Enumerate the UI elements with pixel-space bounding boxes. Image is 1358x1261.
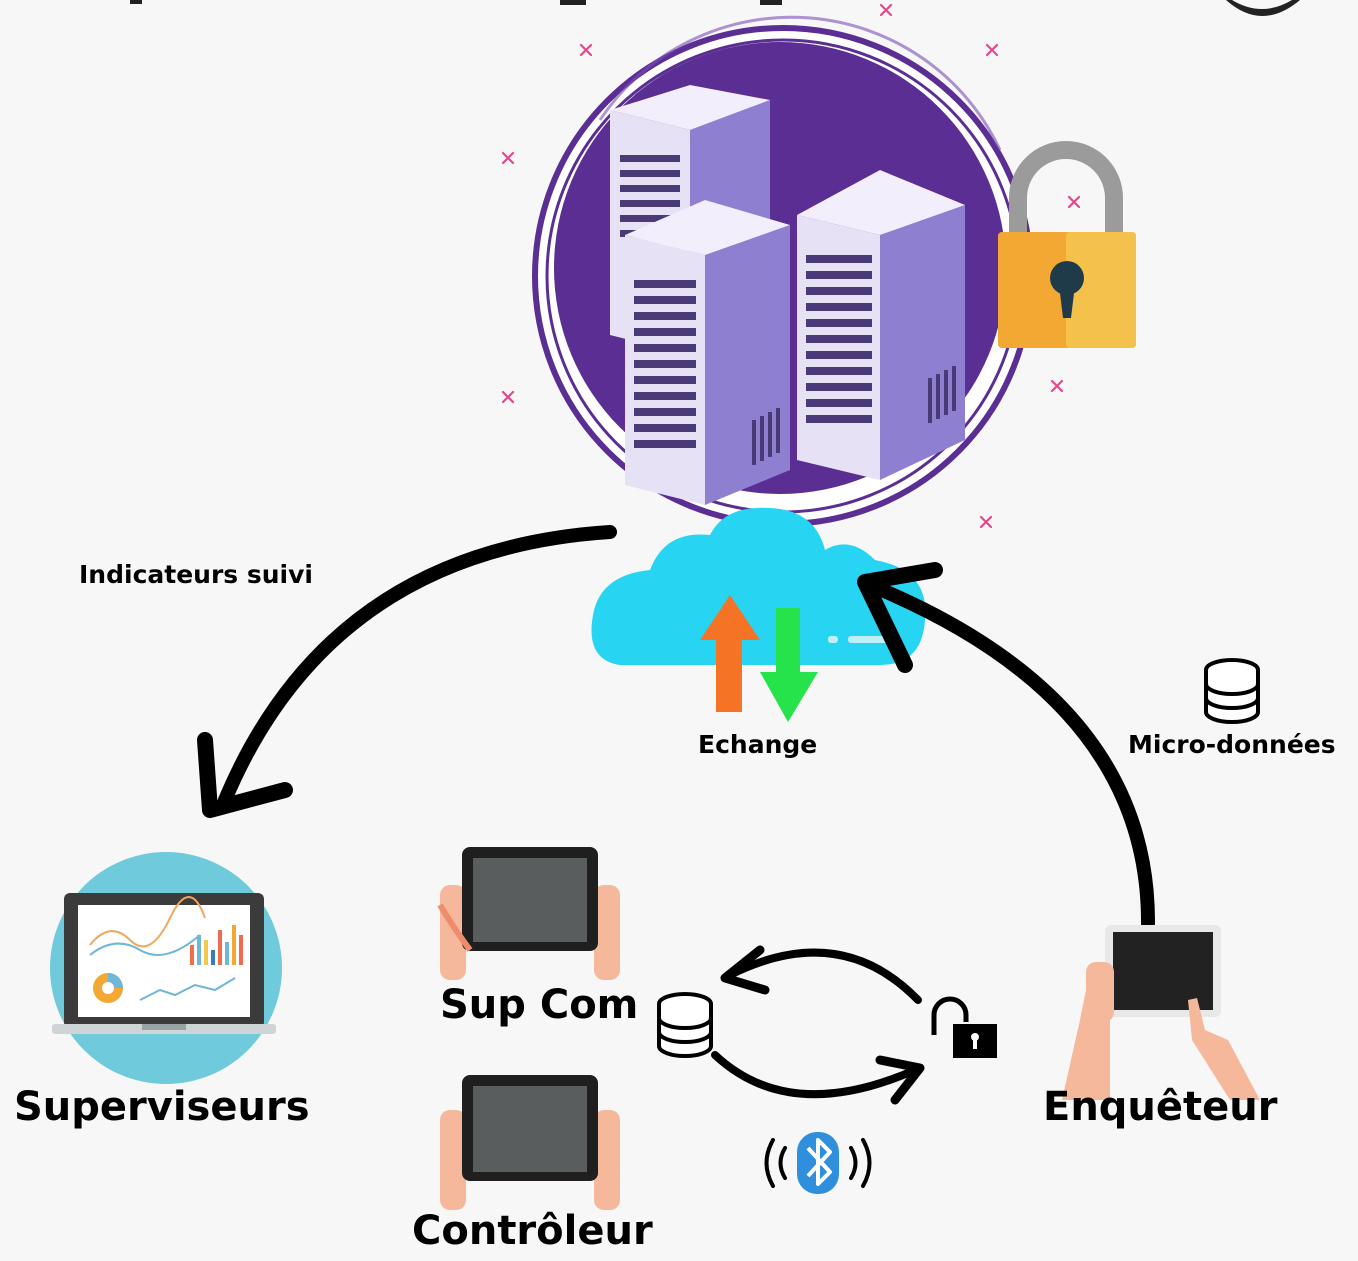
label-micro-donnees: Micro-données xyxy=(1128,730,1336,759)
label-sup-com: Sup Com xyxy=(440,982,639,1028)
label-indicateurs-suivi: Indicateurs suivi xyxy=(79,560,313,589)
label-enqueteur: Enquêteur xyxy=(1043,1084,1278,1130)
label-controleur: Contrôleur xyxy=(412,1208,653,1254)
padlock-icon xyxy=(998,141,1136,348)
tablet-controleur-icon xyxy=(440,1075,620,1210)
arrow-to-superviseurs xyxy=(218,525,617,807)
decorative-marks xyxy=(501,3,1081,529)
database-icon-micro xyxy=(1204,658,1260,724)
flow-arrows xyxy=(197,525,1156,1105)
cropped-title xyxy=(130,0,1300,16)
server-icon xyxy=(532,15,1034,527)
cloud-icon xyxy=(591,507,926,665)
database-icon-supcom xyxy=(657,992,713,1058)
label-echange: Echange xyxy=(698,730,818,759)
sync-arrow-top xyxy=(726,948,922,1004)
tablet-supcom-icon xyxy=(437,847,620,980)
tablet-enqueteur-icon xyxy=(1062,925,1260,1100)
laptop-icon xyxy=(50,852,282,1084)
arrow-from-enqueteur xyxy=(863,578,1156,932)
exchange-arrows-icon xyxy=(700,595,818,722)
sync-arrow-bottom xyxy=(711,1051,919,1099)
label-superviseurs: Superviseurs xyxy=(14,1084,310,1130)
unlock-icon xyxy=(931,996,997,1058)
bluetooth-icon xyxy=(764,1132,872,1194)
